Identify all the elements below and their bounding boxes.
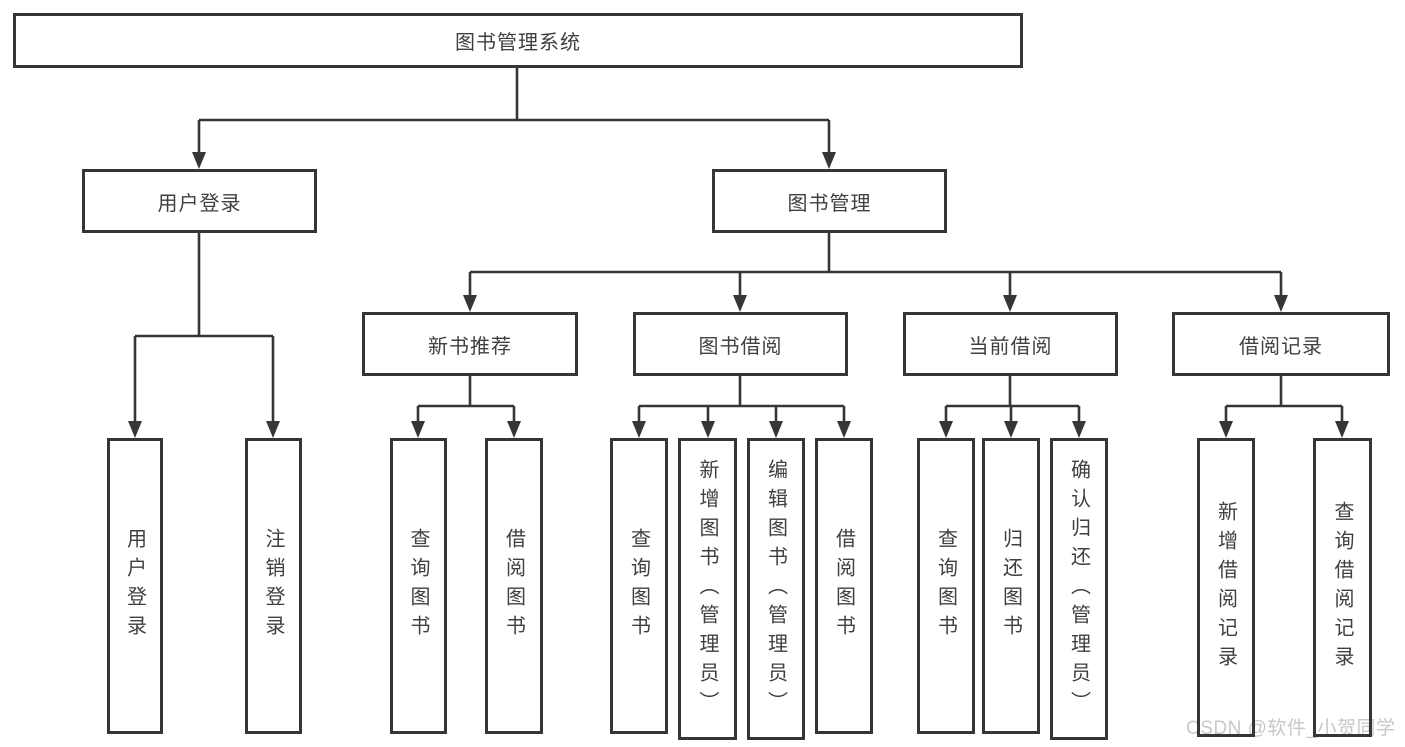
leaf-query-books-recommend: 查询图书 — [390, 438, 447, 734]
node-label: 借阅图书 — [832, 528, 855, 644]
connector-borrowing-records-to-leaves — [1224, 376, 1344, 424]
node-label: 确认归还（管理员） — [1067, 458, 1090, 720]
node-label: 图书借阅 — [698, 335, 783, 358]
node-current-borrowing: 当前借阅 — [903, 312, 1118, 376]
arrow-down-icon — [128, 421, 142, 438]
node-new-book-recommendation: 新书推荐 — [362, 312, 578, 376]
node-label: 新增图书（管理员） — [696, 458, 718, 720]
node-label: 借阅图书 — [502, 528, 525, 644]
arrow-down-icon — [701, 421, 715, 438]
node-book-management: 图书管理 — [712, 169, 947, 233]
leaf-add-borrowing-record: 新增借阅记录 — [1197, 438, 1255, 737]
arrow-down-icon — [939, 421, 953, 438]
leaf-edit-book-admin: 编辑图书（管理员） — [747, 438, 805, 740]
arrow-down-icon — [1219, 421, 1233, 438]
arrow-down-icon — [192, 152, 206, 169]
arrow-down-icon — [1072, 421, 1086, 438]
connector-user-login-to-leaves — [133, 233, 275, 424]
arrow-down-icon — [507, 421, 521, 438]
arrow-down-icon — [822, 152, 836, 169]
arrow-down-icon — [266, 421, 280, 438]
node-label: 用户登录 — [123, 528, 146, 644]
arrow-down-icons — [128, 152, 1349, 438]
connector-root-to-level2 — [197, 68, 831, 156]
leaf-query-books-borrowing: 查询图书 — [610, 438, 668, 734]
connector-current-borrowing-to-leaves — [944, 376, 1081, 424]
leaf-query-borrowing-record: 查询借阅记录 — [1313, 438, 1372, 737]
arrow-down-icon — [632, 421, 646, 438]
node-label: 用户登录 — [157, 192, 242, 215]
leaf-user-login: 用户登录 — [107, 438, 163, 734]
arrow-down-icon — [1335, 421, 1349, 438]
node-label: 借阅记录 — [1239, 335, 1323, 358]
arrow-down-icon — [1003, 295, 1017, 312]
arrow-down-icon — [1004, 421, 1018, 438]
node-label: 图书管理系统 — [455, 32, 581, 54]
node-label: 新书推荐 — [428, 335, 512, 358]
leaf-logout: 注销登录 — [245, 438, 302, 734]
leaf-confirm-return-admin: 确认归还（管理员） — [1050, 438, 1108, 740]
node-label: 查询图书 — [934, 528, 957, 644]
node-label: 归还图书 — [999, 528, 1022, 644]
arrow-down-icon — [463, 295, 477, 312]
node-label: 图书管理 — [787, 192, 872, 215]
connector-book-borrowing-to-leaves — [637, 376, 846, 424]
csdn-watermark: CSDN @软件_小贺同学 — [1186, 718, 1396, 739]
node-borrowing-records: 借阅记录 — [1172, 312, 1390, 376]
leaf-return-book: 归还图书 — [982, 438, 1040, 734]
arrow-down-icon — [411, 421, 425, 438]
leaf-add-book-admin: 新增图书（管理员） — [678, 438, 737, 740]
connector-new-book-to-leaves — [416, 376, 516, 424]
node-book-borrowing: 图书借阅 — [633, 312, 848, 376]
arrow-down-icon — [1274, 295, 1288, 312]
node-label: 新增借阅记录 — [1214, 500, 1237, 675]
node-label: 查询图书 — [407, 528, 429, 644]
arrow-down-icon — [769, 421, 783, 438]
node-library-management-system: 图书管理系统 — [13, 13, 1023, 68]
leaf-query-books-current: 查询图书 — [917, 438, 975, 734]
leaf-borrow-books-recommend: 借阅图书 — [485, 438, 543, 734]
leaf-borrow-books-borrowing: 借阅图书 — [815, 438, 873, 734]
node-label: 编辑图书（管理员） — [764, 458, 787, 720]
node-label: 查询图书 — [627, 528, 650, 644]
node-label: 注销登录 — [262, 528, 284, 644]
arrow-down-icon — [733, 295, 747, 312]
node-user-login: 用户登录 — [82, 169, 317, 233]
node-label: 当前借阅 — [968, 335, 1053, 358]
connector-book-management-to-level3 — [468, 233, 1283, 298]
arrow-down-icon — [837, 421, 851, 438]
node-label: 查询借阅记录 — [1331, 500, 1353, 675]
